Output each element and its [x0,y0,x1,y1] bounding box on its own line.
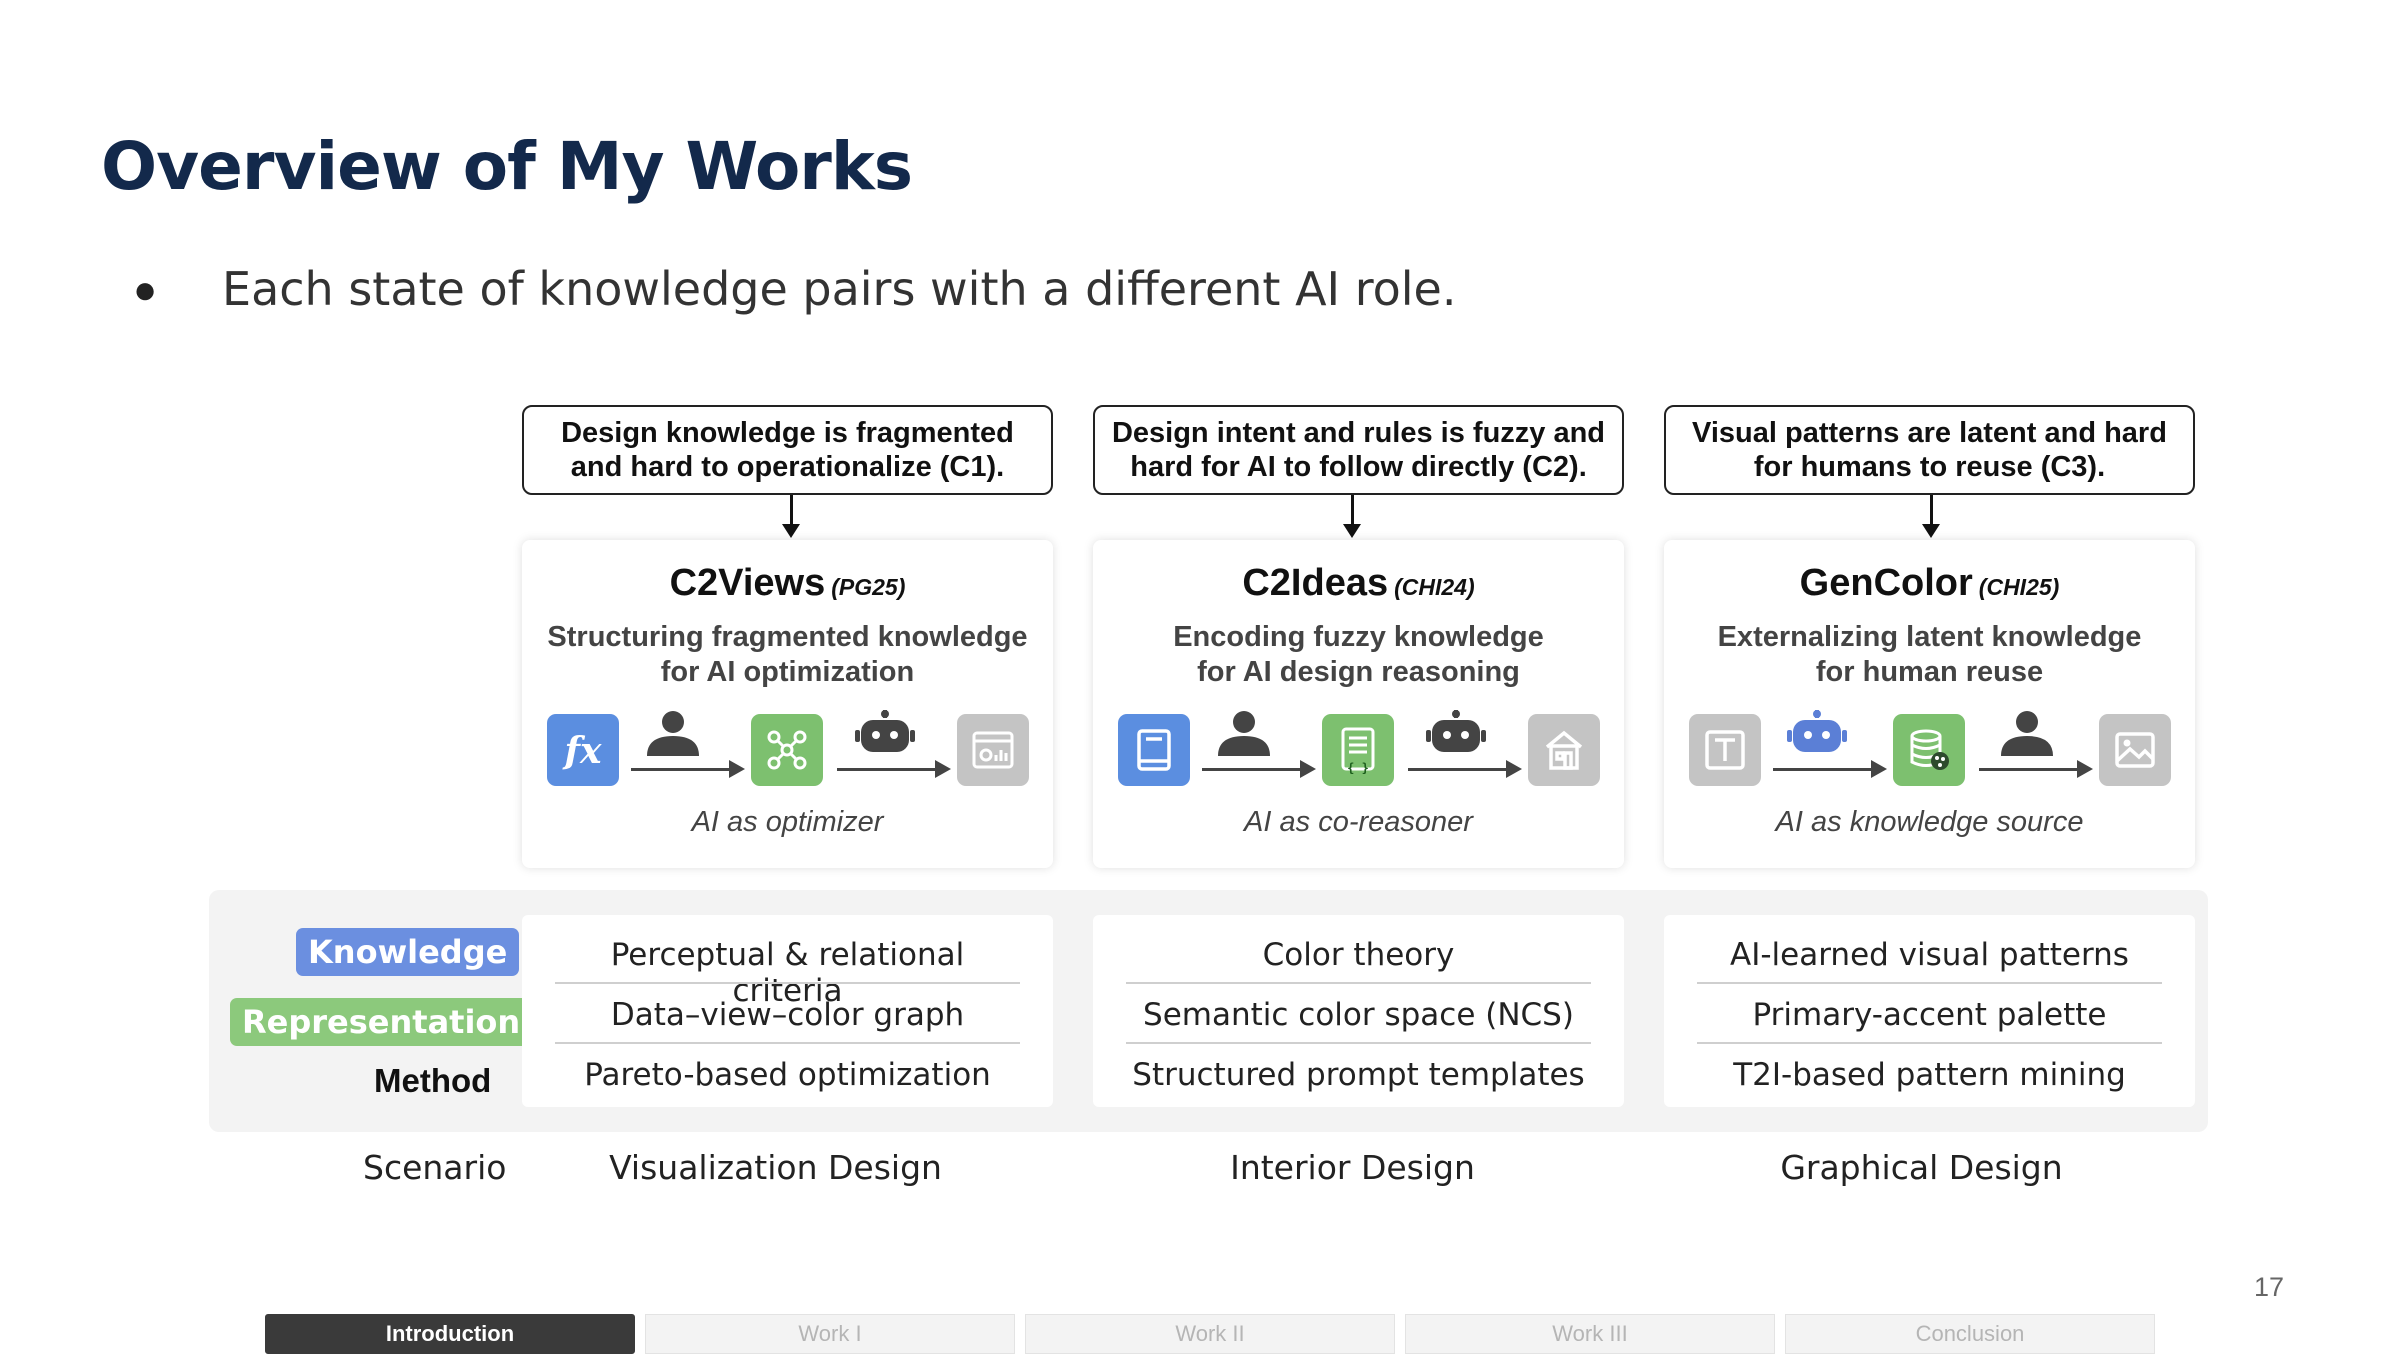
work-role: AI as knowledge source [1775,806,2084,838]
work-flow: { } [1118,710,1600,786]
method-cell: Pareto-based optimization [584,1057,991,1093]
knowledge-cell: AI-learned visual patterns [1730,937,2129,973]
work-card-gencolor: GenColor(CHI25) Externalizing latent kno… [1664,540,2195,868]
work-desc: Externalizing latent knowledge for human… [1664,620,2195,690]
robot-icon [1787,710,1847,752]
divider [555,982,1020,984]
work-desc: Structuring fragmented knowledge for AI … [522,620,1053,690]
arrow-c2-line [1351,495,1354,525]
work-name: C2Views [669,562,826,604]
legend-method-label: Method [374,1062,492,1099]
work-flow [1689,710,2171,786]
scenario-graphical: Graphical Design [1780,1148,2063,1187]
person-icon [1218,711,1270,756]
knowledge-cell: Perceptual & relational criteria [610,937,965,1009]
robot-icon [855,710,915,752]
nav-conclusion[interactable]: Conclusion [1785,1314,2155,1354]
divider [1126,1042,1591,1044]
arrow-c1-head [782,524,800,538]
chart-window-icon [957,714,1029,786]
bullet-dot: ● [133,268,158,312]
flow-arrow [837,760,951,778]
nav-work-3[interactable]: Work III [1405,1314,1775,1354]
arrow-c3-line [1930,495,1933,525]
page-title: Overview of My Works [101,128,913,205]
image-icon [2099,714,2171,786]
work-venue: (CHI24) [1394,574,1475,600]
house-icon [1528,714,1600,786]
robot-icon [1426,710,1486,752]
work-desc-line1: Structuring fragmented knowledge [547,621,1028,653]
flow-arrow [1202,760,1316,778]
divider [1126,982,1591,984]
divider [555,1042,1020,1044]
nav-work-1[interactable]: Work I [645,1314,1015,1354]
palette-db-icon [1893,714,1965,786]
work-card-c2views: C2Views(PG25) Structuring fragmented kno… [522,540,1053,868]
work-venue: (CHI25) [1978,574,2060,600]
comparison-column-3: AI-learned visual patterns Primary-accen… [1664,915,2195,1107]
work-name: GenColor [1799,562,1973,604]
work-flow: fx [547,710,1029,786]
method-cell: Structured prompt templates [1132,1057,1585,1093]
work-name: C2Ideas [1242,562,1389,604]
divider [1697,1042,2162,1044]
challenge-box-c3: Visual patterns are latent and hard for … [1664,405,2195,495]
work-desc-line1: Externalizing latent knowledge [1717,621,2142,653]
comparison-column-1: Perceptual & relational criteria Data–vi… [522,915,1053,1107]
legend-representation-badge: Representation [230,998,533,1046]
scenario-interior: Interior Design [1230,1148,1475,1187]
work-desc-line2: for human reuse [1815,656,2044,688]
person-icon [647,711,699,756]
person-icon [2001,711,2053,756]
text-icon [1689,714,1761,786]
book-icon [1118,714,1190,786]
flow-arrow [1979,760,2093,778]
comparison-column-2: Color theory Semantic color space (NCS) … [1093,915,1624,1107]
legend-knowledge-badge: Knowledge [296,928,520,976]
work-desc-line2: for AI design reasoning [1197,656,1520,688]
scenario-label: Scenario [363,1148,507,1187]
nav-introduction[interactable]: Introduction [265,1314,635,1354]
graph-icon [751,714,823,786]
work-card-c2ideas: C2Ideas(CHI24) Encoding fuzzy knowledge … [1093,540,1624,868]
work-role: AI as optimizer [691,806,884,838]
work-venue: (PG25) [831,574,906,600]
work-desc: Encoding fuzzy knowledge for AI design r… [1093,620,1624,690]
flow-arrow [1408,760,1522,778]
work-desc-line2: for AI optimization [660,656,915,688]
scenario-visualization: Visualization Design [609,1148,942,1187]
representation-cell: Semantic color space (NCS) [1143,997,1574,1033]
prompt-doc-icon: { } [1322,714,1394,786]
flow-arrow [1773,760,1887,778]
nav-work-2[interactable]: Work II [1025,1314,1395,1354]
challenge-box-c2: Design intent and rules is fuzzy and har… [1093,405,1624,495]
arrow-c1-line [790,495,793,525]
bullet-text: Each state of knowledge pairs with a dif… [222,262,1457,316]
svg-text:fx: fx [562,730,602,772]
representation-cell: Data–view–color graph [610,997,965,1033]
page-number: 17 [2254,1272,2285,1302]
challenge-box-c1: Design knowledge is fragmented and hard … [522,405,1053,495]
method-cell: T2I-based pattern mining [1733,1057,2126,1093]
work-role: AI as co-reasoner [1244,806,1473,838]
arrow-c3-head [1922,524,1940,538]
representation-cell: Primary-accent palette [1752,997,2107,1033]
divider [1697,982,2162,984]
arrow-c2-head [1343,524,1361,538]
function-icon: fx [547,714,619,786]
work-desc-line1: Encoding fuzzy knowledge [1173,621,1544,653]
svg-text:{ }: { } [1347,761,1369,775]
knowledge-cell: Color theory [1262,937,1455,973]
flow-arrow [631,760,745,778]
